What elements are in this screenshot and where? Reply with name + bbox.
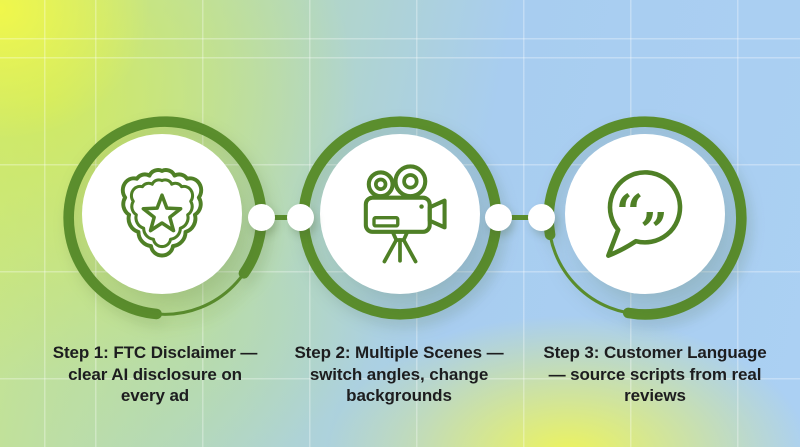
connector-dot	[528, 204, 555, 231]
video-camera-icon	[363, 164, 447, 264]
connector-line	[261, 215, 300, 220]
open-quote-glyph: “	[616, 185, 644, 241]
step1-circle	[82, 134, 242, 294]
step3-caption: Step 3: Customer Language — source scrip…	[525, 342, 785, 407]
caption-line: Step 1: FTC Disclaimer —	[52, 343, 258, 362]
caption-line: reviews	[624, 386, 686, 405]
caption-line: backgrounds	[346, 386, 452, 405]
caption-line: switch angles, change	[309, 364, 489, 384]
police-badge-icon	[120, 168, 204, 258]
caption-line: Step 3: Customer Language	[543, 343, 767, 362]
caption-line: Step 2: Multiple Scenes —	[294, 343, 504, 362]
step2-caption: Step 2: Multiple Scenes — switch angles,…	[269, 342, 529, 407]
step2-circle	[320, 134, 480, 294]
connector-line	[498, 215, 541, 220]
caption-line: clear AI disclosure on	[68, 364, 242, 384]
caption-line: — source scripts from real	[548, 364, 762, 384]
caption-line: every ad	[120, 386, 190, 405]
speech-quote-icon: “ ”	[606, 170, 683, 259]
connector-dot	[485, 204, 512, 231]
connector-dot	[287, 204, 314, 231]
close-quote-glyph: ”	[640, 203, 668, 259]
connector-dot	[248, 204, 275, 231]
step3-circle: “ ”	[565, 134, 725, 294]
step1-caption: Step 1: FTC Disclaimer — clear AI disclo…	[25, 342, 285, 407]
